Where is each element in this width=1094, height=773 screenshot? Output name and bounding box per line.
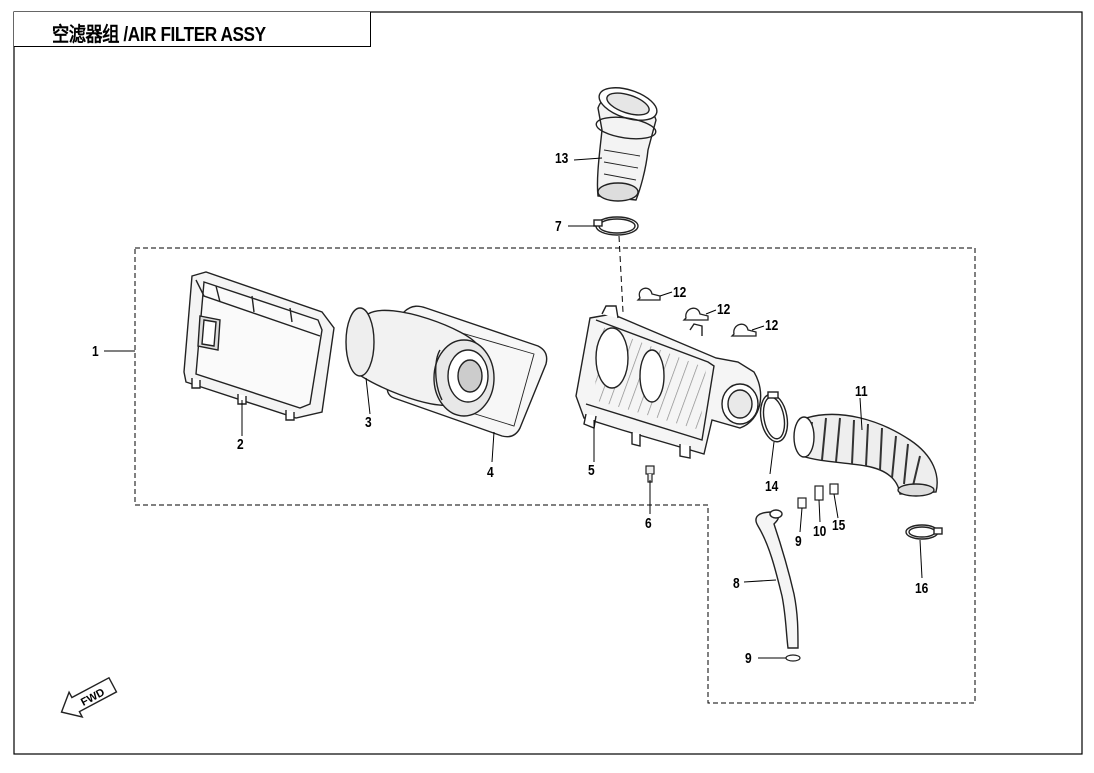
callout-15: 15 — [832, 517, 846, 534]
leader-lines — [104, 157, 923, 659]
callout-4: 4 — [487, 464, 494, 481]
assembly-boundary — [134, 247, 976, 704]
drain-hose-end-clip — [785, 654, 801, 662]
callout-6: 6 — [645, 515, 652, 532]
corrugated-hose — [793, 413, 938, 497]
fwd-arrow-icon: FWD — [60, 676, 118, 718]
callout-2: 2 — [237, 436, 244, 453]
callout-9-lower: 9 — [745, 650, 752, 667]
callout-3: 3 — [365, 414, 372, 431]
callout-9-upper: 9 — [795, 533, 802, 550]
clamp-14 — [759, 391, 789, 443]
callout-12-second: 12 — [717, 301, 731, 318]
fwd-label: FWD — [79, 686, 107, 708]
callout-1: 1 — [92, 343, 99, 360]
callout-8: 8 — [733, 575, 740, 592]
callout-7: 7 — [555, 218, 562, 235]
callout-5: 5 — [588, 462, 595, 479]
drain-hose — [755, 509, 799, 649]
callout-11: 11 — [855, 383, 868, 400]
callout-16: 16 — [915, 580, 929, 597]
filter-element — [345, 307, 495, 417]
outer-frame — [13, 11, 1083, 755]
callout-12-third: 12 — [765, 317, 779, 334]
duct-alignment-line — [618, 235, 624, 313]
air-box-cover — [183, 271, 335, 421]
callout-12-first: 12 — [673, 284, 687, 301]
clamp-7 — [593, 216, 639, 236]
bolt-6 — [645, 465, 655, 483]
callout-14: 14 — [765, 478, 779, 495]
drain-fittings — [797, 483, 839, 509]
clip-12 — [636, 287, 757, 337]
clamp-16 — [905, 524, 943, 540]
title-box: 空滤器组 /AIR FILTER ASSY — [14, 12, 371, 47]
page-title: 空滤器组 /AIR FILTER ASSY — [52, 24, 266, 46]
callout-10: 10 — [813, 523, 827, 540]
callout-13: 13 — [555, 150, 569, 167]
air-box-body — [575, 305, 762, 459]
intake-duct — [595, 87, 658, 202]
